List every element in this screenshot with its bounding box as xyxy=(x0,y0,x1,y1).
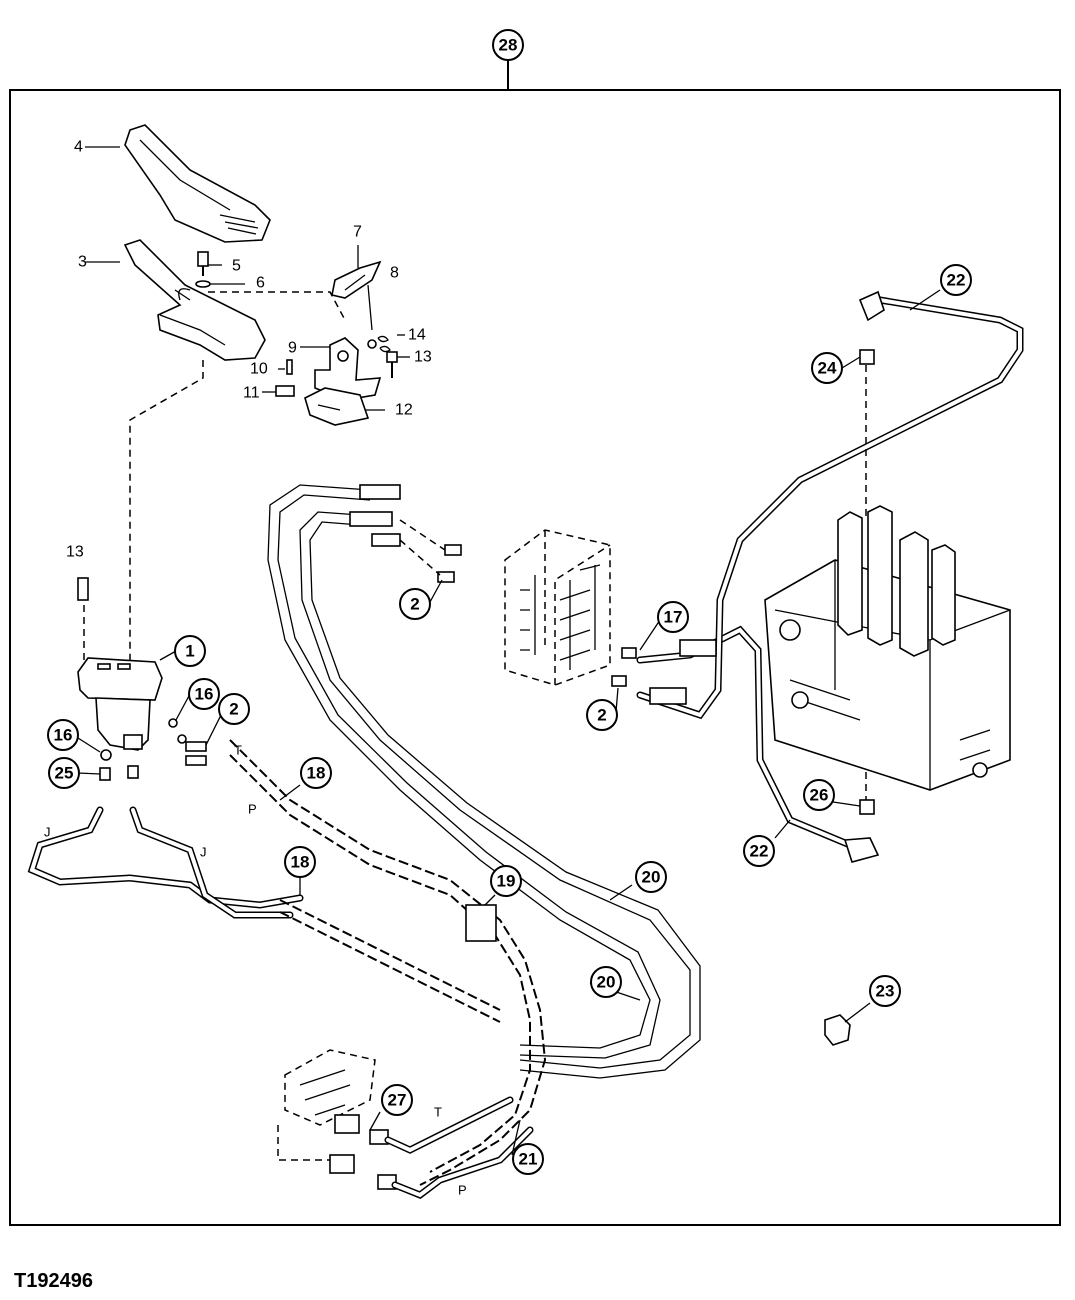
svg-text:18: 18 xyxy=(291,853,310,872)
pedal xyxy=(123,239,266,361)
callout-22-a: 22 xyxy=(940,264,972,296)
callout-27: 27 xyxy=(381,1084,413,1116)
hose-18-mid xyxy=(229,754,531,1173)
svg-text:18: 18 xyxy=(307,764,326,783)
callout-16-a: 16 xyxy=(188,678,220,710)
hose-clamp xyxy=(465,904,497,942)
svg-text:1: 1 xyxy=(185,642,194,661)
label-10: 10 xyxy=(250,361,268,378)
svg-text:16: 16 xyxy=(195,685,214,704)
port-j-right: J xyxy=(200,845,207,860)
svg-text:16: 16 xyxy=(54,726,73,745)
label-3: 3 xyxy=(78,254,87,271)
port-t-lower: T xyxy=(434,1105,442,1120)
port-t-upper: T xyxy=(234,743,242,758)
fitting-elbow xyxy=(444,544,462,556)
callout-23: 23 xyxy=(869,975,901,1007)
label-12: 12 xyxy=(395,402,413,419)
hose-end-fitting xyxy=(359,484,401,500)
callout-25: 25 xyxy=(48,757,80,789)
callout-1: 1 xyxy=(174,635,206,667)
spring-pin xyxy=(275,335,398,397)
pedal-hinge-bracket xyxy=(304,337,382,426)
elbow-fitting-bottom xyxy=(843,837,880,863)
elbow-fitting-top xyxy=(858,290,885,322)
callout-21: 21 xyxy=(512,1143,544,1175)
svg-text:21: 21 xyxy=(519,1150,538,1169)
callout-2-a: 2 xyxy=(218,693,250,725)
svg-text:25: 25 xyxy=(55,764,74,783)
label-9: 9 xyxy=(288,340,297,357)
diagram-frame xyxy=(9,89,1061,1226)
callout-24: 24 xyxy=(811,352,843,384)
label-7: 7 xyxy=(353,224,362,241)
label-5: 5 xyxy=(232,258,241,275)
small-fittings xyxy=(77,577,207,781)
label-6: 6 xyxy=(256,275,265,292)
main-control-valve xyxy=(764,505,1011,791)
svg-text:23: 23 xyxy=(876,982,895,1001)
svg-text:22: 22 xyxy=(750,842,769,861)
pilot-control-valve xyxy=(77,657,163,751)
callout-2-c: 2 xyxy=(586,699,618,731)
label-14: 14 xyxy=(408,327,426,344)
svg-text:19: 19 xyxy=(497,872,516,891)
label-11: 11 xyxy=(243,385,260,402)
svg-text:26: 26 xyxy=(810,786,829,805)
callout-20-a: 20 xyxy=(635,861,667,893)
callout-18-a: 18 xyxy=(300,757,332,789)
label-8: 8 xyxy=(390,265,399,282)
svg-text:22: 22 xyxy=(947,271,966,290)
spacer-block xyxy=(824,1014,851,1046)
callout-18-b: 18 xyxy=(284,846,316,878)
svg-text:20: 20 xyxy=(642,868,661,887)
label-4: 4 xyxy=(74,139,83,156)
port-p-upper: P xyxy=(248,802,257,817)
hose-20-outer xyxy=(267,484,651,1049)
svg-text:27: 27 xyxy=(388,1091,407,1110)
hose-18-lower xyxy=(279,899,501,1011)
port-p-lower: P xyxy=(458,1183,467,1198)
lower-manifold xyxy=(284,1049,397,1190)
port-j-left: J xyxy=(44,825,51,840)
callout-26: 26 xyxy=(803,779,835,811)
svg-text:17: 17 xyxy=(664,608,683,627)
figure-id: T192496 xyxy=(14,1270,93,1292)
pilot-valve-block xyxy=(504,529,611,686)
callout-16-b: 16 xyxy=(47,719,79,751)
callout-2-b: 2 xyxy=(399,588,431,620)
callout-19: 19 xyxy=(490,865,522,897)
hose-18-top xyxy=(229,739,547,1186)
pedal-cover xyxy=(124,124,271,243)
svg-text:24: 24 xyxy=(818,359,837,378)
svg-text:20: 20 xyxy=(597,973,616,992)
callout-17: 17 xyxy=(657,601,689,633)
callout-20-b: 20 xyxy=(590,966,622,998)
svg-text:2: 2 xyxy=(229,700,238,719)
bracket-plate xyxy=(331,260,382,299)
callout-22-b: 22 xyxy=(743,835,775,867)
svg-text:2: 2 xyxy=(597,706,606,725)
label-13-b: 13 xyxy=(414,349,432,366)
label-13-a: 13 xyxy=(66,544,84,561)
pedal-bolt xyxy=(195,251,211,288)
svg-text:28: 28 xyxy=(499,36,518,55)
callout-28: 28 xyxy=(492,29,524,61)
svg-text:2: 2 xyxy=(410,595,419,614)
